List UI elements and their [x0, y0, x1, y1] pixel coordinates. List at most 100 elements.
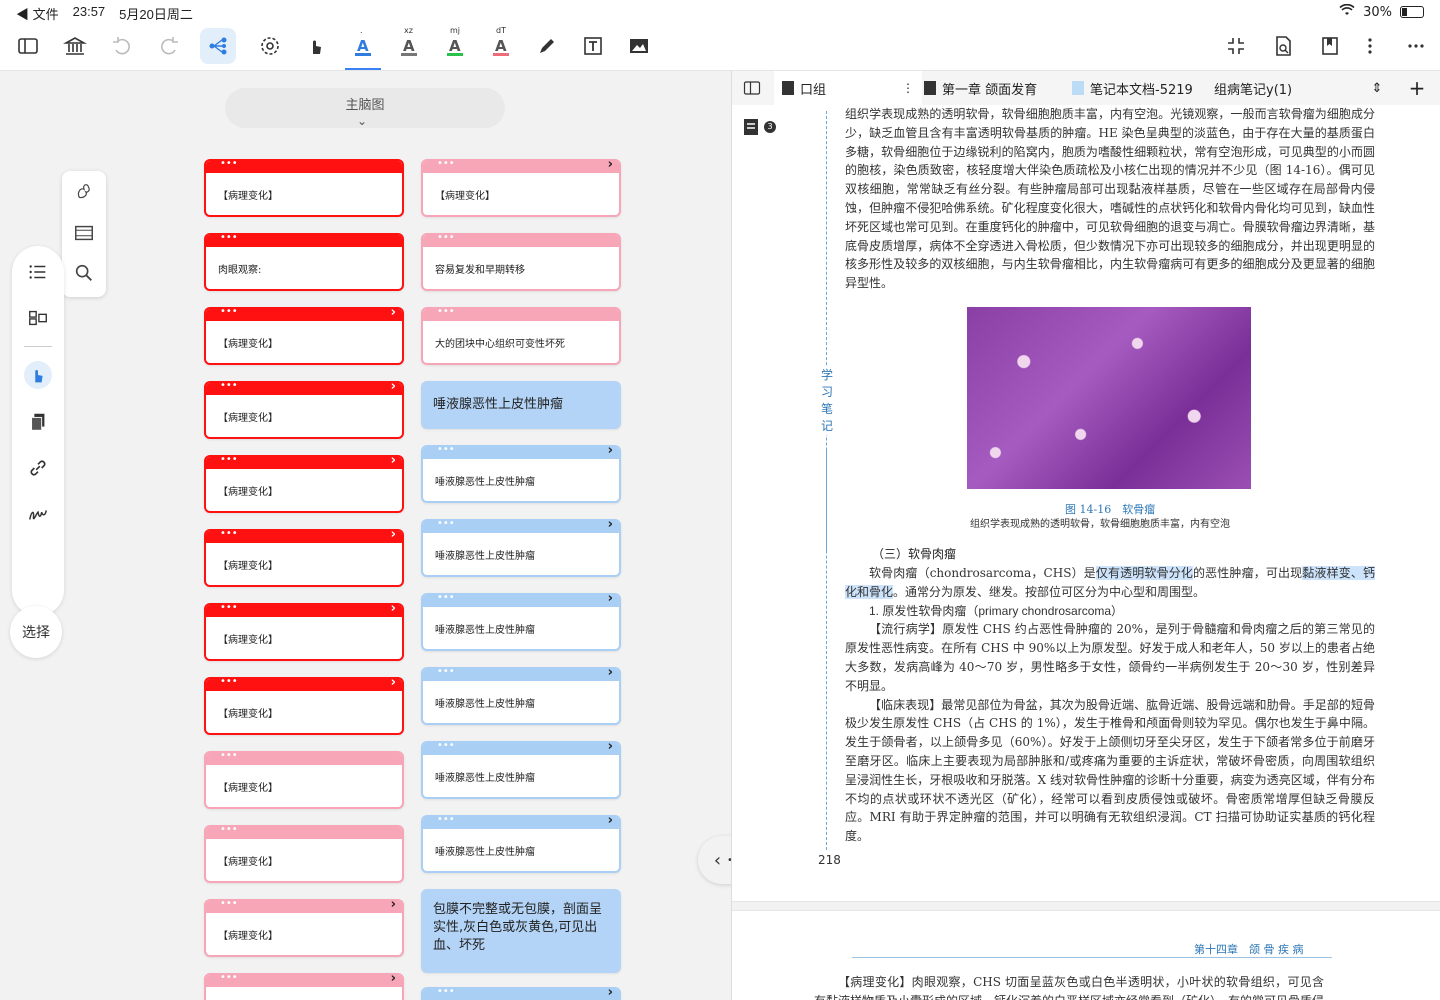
more-horizontal-icon[interactable] — [1398, 28, 1434, 64]
split-divider[interactable] — [731, 71, 732, 1000]
mindmap-card[interactable]: •••›【病理变化】 — [204, 603, 404, 661]
card-expand-icon[interactable]: › — [607, 741, 613, 754]
sort-icon[interactable]: ⇕ — [1371, 80, 1383, 96]
redo-icon[interactable] — [151, 28, 187, 64]
link-icon[interactable] — [24, 454, 52, 482]
collapse-icon[interactable] — [1218, 28, 1254, 64]
select-button[interactable]: 选择 — [10, 606, 62, 658]
mindmap-card[interactable]: •••肉眼观察: — [204, 233, 404, 291]
card-handle-icon[interactable]: ••• — [437, 307, 455, 317]
squiggle-icon[interactable] — [24, 500, 52, 528]
card-handle-icon[interactable]: ••• — [437, 445, 455, 455]
card-handle-icon[interactable]: ••• — [437, 815, 455, 825]
mindmap-card[interactable]: •••› — [421, 987, 621, 1000]
card-expand-icon[interactable]: › — [607, 593, 613, 606]
card-handle-icon[interactable]: ••• — [220, 159, 238, 169]
card-handle-icon[interactable]: ••• — [220, 899, 238, 909]
search-icon[interactable] — [72, 261, 96, 285]
card-expand-icon[interactable]: › — [607, 519, 613, 532]
tab-zubing-notes[interactable]: 组病笔记y(1) — [1214, 71, 1334, 105]
library-icon[interactable] — [57, 28, 93, 64]
card-handle-icon[interactable]: ••• — [437, 593, 455, 603]
card-expand-icon[interactable]: › — [390, 529, 396, 542]
hand-pointer-icon[interactable] — [298, 28, 334, 64]
mindmap-card[interactable]: •••›唾液腺恶性上皮性肿瘤 — [421, 519, 621, 577]
card-expand-icon[interactable]: › — [390, 899, 396, 912]
mindmap-card[interactable]: •••›【病理变化】 — [204, 381, 404, 439]
mindmap-card[interactable]: •••大的团块中心组织可变性坏死 — [421, 307, 621, 365]
mindmap-card[interactable]: 唾液腺恶性上皮性肿瘤 — [421, 381, 621, 429]
mindmap-card[interactable]: •••›【病理变化】 — [204, 899, 404, 957]
tab-more-icon[interactable]: ⋮ — [902, 81, 914, 95]
card-handle-icon[interactable]: ••• — [220, 381, 238, 391]
card-expand-icon[interactable]: › — [390, 973, 396, 986]
outline-list-icon[interactable] — [24, 258, 52, 286]
tab-chapter-one[interactable]: 第一章 颌面发育 — [924, 71, 1064, 105]
card-handle-icon[interactable]: ••• — [220, 751, 238, 761]
histology-figure[interactable] — [967, 307, 1251, 489]
mindmap-card[interactable]: •••›唾液腺恶性上皮性肿瘤 — [421, 815, 621, 873]
hand-tool-icon[interactable] — [24, 361, 52, 389]
card-expand-icon[interactable]: › — [390, 381, 396, 394]
layout-icon[interactable] — [24, 304, 52, 332]
card-expand-icon[interactable]: › — [390, 307, 396, 320]
mindmap-card[interactable]: 包膜不完整或无包膜，剖面呈实性,灰白色或灰黄色,可见出血、坏死 — [421, 889, 621, 973]
mindmap-card[interactable]: •••容易复发和早期转移 — [421, 233, 621, 291]
mindmap-card[interactable]: •••›唾液腺恶性上皮性肿瘤 — [421, 593, 621, 651]
card-expand-icon[interactable]: › — [390, 603, 396, 616]
card-handle-icon[interactable]: ••• — [220, 973, 238, 983]
mindmap-card[interactable]: •••›唾液腺恶性上皮性肿瘤 — [421, 667, 621, 725]
card-expand-icon[interactable]: › — [607, 815, 613, 828]
card-handle-icon[interactable]: ••• — [437, 159, 455, 169]
mindmap-card[interactable]: •••【病理变化】 — [204, 751, 404, 809]
card-handle-icon[interactable]: ••• — [220, 233, 238, 243]
card-expand-icon[interactable]: › — [607, 667, 613, 680]
card-handle-icon[interactable]: ••• — [437, 987, 455, 997]
card-expand-icon[interactable]: › — [390, 677, 396, 690]
squirrel-icon[interactable] — [72, 179, 96, 203]
tab-notebook-5219[interactable]: 笔记本文档-5219 — [1072, 71, 1207, 105]
tab-kouzu[interactable]: 口组 ⋮ — [774, 71, 922, 105]
mindmap-card[interactable]: •••›【病理变化】 — [421, 159, 621, 217]
mindmap-card[interactable]: •••【病理变化】 — [204, 159, 404, 217]
notes-button[interactable]: 3 — [742, 115, 776, 141]
copy-pages-icon[interactable] — [24, 408, 52, 436]
text-highlight-blue-icon[interactable]: .A — [345, 26, 381, 64]
image-insert-icon[interactable] — [621, 28, 657, 64]
text-box-icon[interactable] — [575, 28, 611, 64]
bookmark-icon[interactable] — [1312, 28, 1348, 64]
card-handle-icon[interactable]: ••• — [220, 529, 238, 539]
mindmap-card[interactable]: •••›【病理变化】 — [204, 307, 404, 365]
back-to-files-link[interactable]: ◀ 文件 — [16, 7, 59, 22]
card-handle-icon[interactable]: ••• — [437, 233, 455, 243]
highlight[interactable]: 仅有透明软骨分化 — [1095, 566, 1193, 580]
panel-toggle-icon[interactable] — [738, 71, 766, 105]
add-tab-icon[interactable]: + — [1408, 76, 1426, 100]
mindmap-icon[interactable] — [200, 28, 236, 64]
undo-icon[interactable] — [104, 28, 140, 64]
mindmap-card[interactable]: •••›【病理变化】 — [204, 677, 404, 735]
pen-icon[interactable] — [529, 28, 565, 64]
film-icon[interactable] — [72, 221, 96, 245]
card-expand-icon[interactable]: › — [390, 455, 396, 468]
mindmap-card[interactable]: •••›【病理变化】 — [204, 529, 404, 587]
card-expand-icon[interactable]: › — [607, 159, 613, 172]
sidebar-toggle-icon[interactable] — [10, 28, 46, 64]
card-handle-icon[interactable]: ••• — [437, 741, 455, 751]
card-handle-icon[interactable]: ••• — [437, 667, 455, 677]
mindmap-title[interactable]: 主脑图 — [225, 88, 505, 128]
mindmap-card[interactable]: •••›【病理变化】 — [204, 455, 404, 513]
mindmap-card[interactable]: ••• › — [204, 973, 404, 1000]
mindmap-card[interactable]: •••›唾液腺恶性上皮性肿瘤 — [421, 445, 621, 503]
chevron-down-icon[interactable]: ⌄ — [357, 114, 368, 128]
study-note-label[interactable]: 学习笔记 — [820, 367, 834, 435]
card-handle-icon[interactable]: ••• — [220, 825, 238, 835]
doc-search-icon[interactable] — [1265, 28, 1301, 64]
lasso-gear-icon[interactable] — [252, 28, 288, 64]
card-expand-icon[interactable]: › — [607, 445, 613, 458]
card-handle-icon[interactable]: ••• — [220, 455, 238, 465]
more-vertical-icon[interactable] — [1352, 28, 1388, 64]
